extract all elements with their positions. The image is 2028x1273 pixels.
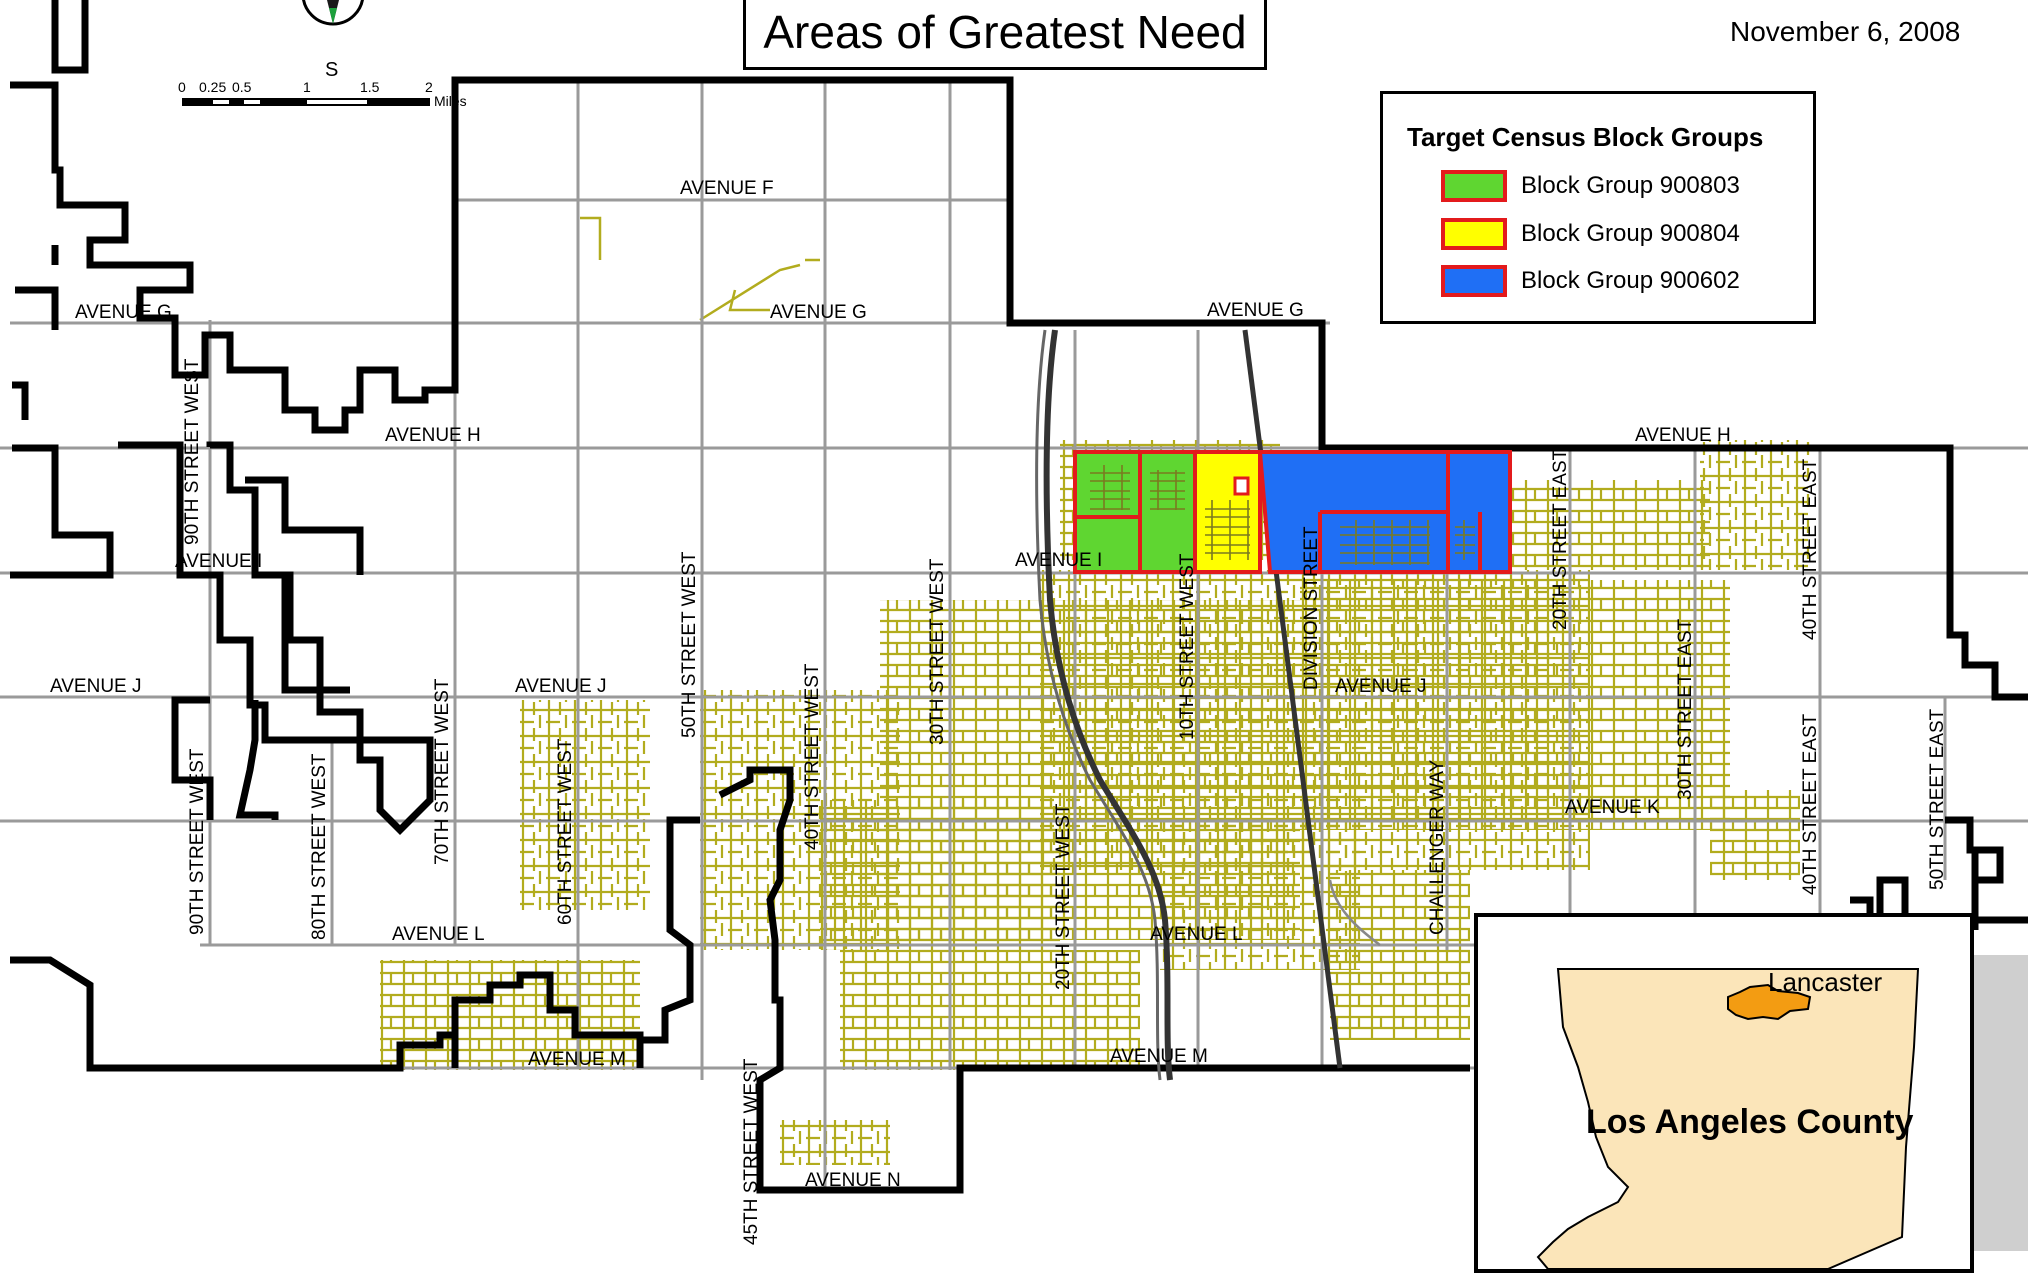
inset-shadow [1974, 955, 2028, 1251]
30th-street-east-label: 30TH STREET EAST [1675, 618, 1696, 800]
division-street-label: DIVISION STREET [1301, 526, 1322, 690]
50th-street-west-label: 50TH STREET WEST [679, 551, 700, 738]
10th-street-west-label: 10TH STREET WEST [1177, 553, 1198, 740]
scale-tick-1: 0.25 [199, 79, 226, 95]
inset-city-label: Lancaster [1768, 967, 1883, 997]
legend-label-900804: Block Group 900804 [1521, 220, 1740, 247]
avenue-k-label: AVENUE K [1565, 797, 1660, 818]
legend-label-900602: Block Group 900602 [1521, 267, 1740, 294]
scale-tick-2: 0.5 [232, 79, 252, 95]
road-labels: AVENUE F AVENUE G AVENUE G AVENUE G AVEN… [50, 178, 1948, 1245]
map-title: Areas of Greatest Need [743, 0, 1267, 70]
avenue-h-east-label: AVENUE H [1635, 425, 1731, 446]
avenue-j-east-label: AVENUE J [1335, 676, 1427, 697]
90th-street-west-label-a: 90TH STREET WEST [182, 358, 203, 545]
avenue-n-label: AVENUE N [805, 1170, 901, 1191]
scale-unit: Miles [434, 93, 467, 109]
80th-street-west-label: 80TH STREET WEST [309, 753, 330, 940]
avenue-j-mid-label: AVENUE J [515, 676, 607, 697]
avenue-g-west-label: AVENUE G [75, 302, 172, 323]
scale-tick-4: 1.5 [360, 79, 380, 95]
avenue-i-west-label: AVENUE I [175, 551, 262, 572]
scale-tick-5: 2 [425, 79, 433, 95]
legend: Target Census Block Groups Block Group 9… [1380, 91, 1816, 324]
legend-item-900803: Block Group 900803 [1441, 170, 1740, 202]
40th-street-east-label-b: 40TH STREET EAST [1800, 713, 1821, 895]
legend-swatch-green [1441, 170, 1507, 202]
challenger-way-label: CHALLENGER WAY [1427, 759, 1448, 935]
scale-tick-0: 0 [178, 79, 186, 95]
north-arrow: S [302, 0, 364, 81]
40th-street-east-label-a: 40TH STREET EAST [1800, 458, 1821, 640]
avenue-m-mid-label: AVENUE M [1110, 1046, 1208, 1067]
legend-label-900803: Block Group 900803 [1521, 172, 1740, 199]
legend-title: Target Census Block Groups [1407, 122, 1764, 152]
scale-tick-3: 1 [303, 79, 311, 95]
avenue-f-label: AVENUE F [680, 178, 774, 199]
inset-map: Lancaster Los Angeles County [1474, 913, 1974, 1273]
legend-item-900804: Block Group 900804 [1441, 218, 1740, 250]
70th-street-west-label: 70TH STREET WEST [432, 678, 453, 865]
legend-item-900602: Block Group 900602 [1441, 265, 1740, 297]
90th-street-west-label-b: 90TH STREET WEST [187, 748, 208, 935]
block-group-900804-hole [1233, 476, 1250, 496]
legend-swatch-blue [1441, 265, 1507, 297]
north-arrow-letter: S [325, 59, 338, 81]
target-block-groups [1073, 450, 1512, 574]
inset-county-shape [1536, 968, 1920, 1269]
inset-county-label: Los Angeles County [1586, 1103, 1914, 1141]
block-group-900803-c [1073, 515, 1142, 574]
map-date: November 6, 2008 [1730, 16, 1961, 47]
avenue-j-west-label: AVENUE J [50, 676, 142, 697]
scale-bar: 0 0.25 0.5 1 1.5 2 Miles [178, 79, 467, 109]
avenue-i-mid-label: AVENUE I [1015, 550, 1102, 571]
avenue-m-west-label: AVENUE M [528, 1049, 626, 1070]
avenue-l-west-label: AVENUE L [392, 924, 485, 945]
20th-street-east-label: 20TH STREET EAST [1550, 448, 1571, 630]
45th-street-west-label: 45TH STREET WEST [741, 1058, 762, 1245]
avenue-h-west-label: AVENUE H [385, 425, 481, 446]
avenue-l-mid-label: AVENUE L [1150, 924, 1243, 945]
60th-street-west-label: 60TH STREET WEST [555, 738, 576, 925]
avenue-g-east-label: AVENUE G [1207, 300, 1304, 321]
map-title-text: Areas of Greatest Need [763, 6, 1247, 58]
20th-street-west-label: 20TH STREET WEST [1053, 803, 1074, 990]
legend-swatch-yellow [1441, 218, 1507, 250]
50th-street-east-label: 50TH STREET EAST [1927, 708, 1948, 890]
40th-street-west-label: 40TH STREET WEST [802, 663, 823, 850]
30th-street-west-label: 30TH STREET WEST [927, 558, 948, 745]
city-boundary [10, 0, 2028, 1194]
avenue-g-mid-label: AVENUE G [770, 302, 867, 323]
